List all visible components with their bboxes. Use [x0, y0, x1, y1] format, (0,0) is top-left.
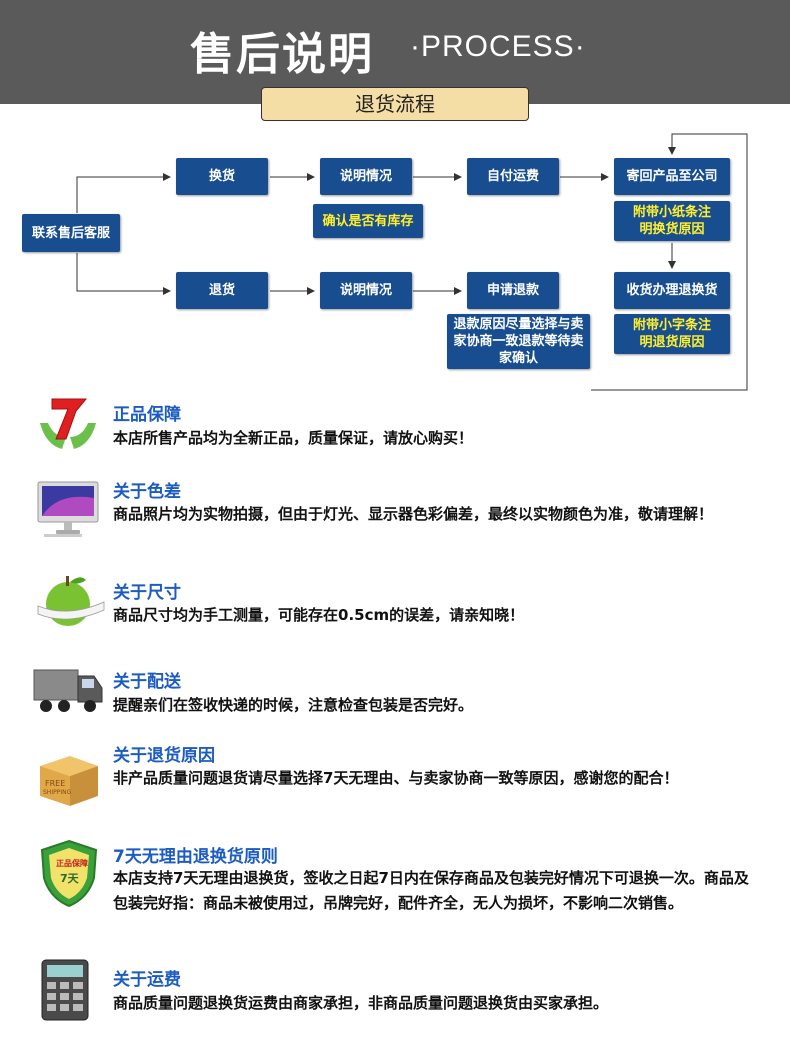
flow-step-receive-process: 收货办理退换货: [614, 272, 730, 309]
section-text-shipping-fee: 商品质量问题退换货运费由商家承担，非商品质量问题退换货由买家承担。: [113, 994, 609, 1012]
process-banner: 退货流程: [261, 87, 529, 121]
section-title-authentic: 正品保障: [113, 405, 181, 425]
shield-mid-label: 7天: [60, 872, 80, 885]
flow-step-explain-bottom: 说明情况: [320, 272, 412, 309]
section-text-return-reason: 非产品质量问题退货请尽量选择7天无理由、与卖家协商一致等原因，感谢您的配合！: [113, 769, 679, 787]
section-text-authentic: 本店所售产品均为全新正品，质量保证，请放心购买！: [113, 429, 474, 447]
apple-tape-measure-icon: [37, 576, 105, 626]
section-text-size: 商品尺寸均为手工测量，可能存在0.5cm的误差，请亲知晓！: [113, 606, 525, 624]
free-shipping-box-icon: FREE SHIPPING: [40, 756, 98, 806]
truck-icon: [33, 669, 103, 712]
box-shipping-label: SHIPPING: [43, 789, 72, 796]
flow-connectors: [76, 133, 748, 391]
section-title-delivery: 关于配送: [113, 672, 181, 692]
section-title-return-reason: 关于退货原因: [113, 746, 215, 766]
section-title-color: 关于色差: [113, 482, 181, 502]
section-title-shipping-fee: 关于运费: [113, 970, 181, 990]
section-text-seven-day-policy: 本店支持7天无理由退换货，签收之日起7日内在保存商品及包装完好情况下可退换一次。…: [113, 869, 749, 912]
flow-note-return-slip: 附带小字条注明退货原因: [614, 314, 730, 354]
flow-step-send-back: 寄回产品至公司: [614, 158, 730, 195]
flow-step-exchange: 换货: [176, 158, 268, 195]
page-subtitle: ·PROCESS·: [410, 30, 586, 63]
section-text-color: 商品照片均为实物拍摄，但由于灯光、显示器色彩偏差，最终以实物颜色为准，敬请理解！: [113, 505, 714, 523]
header-bar: 售后说明 ·PROCESS·: [0, 0, 790, 104]
shield-badge-icon: 正品保障 7天: [40, 839, 98, 908]
box-free-label: FREE: [45, 779, 65, 788]
monitor-icon: [37, 481, 99, 537]
flow-step-return: 退货: [176, 272, 268, 309]
flow-note-check-stock: 确认是否有库存: [313, 204, 423, 238]
flow-start-contact-service: 联系售后客服: [22, 214, 120, 252]
flow-note-exchange-slip: 附带小纸条注明换货原因: [614, 201, 730, 241]
flow-step-apply-refund: 申请退款: [467, 272, 559, 309]
seven-days-hands-icon: [40, 398, 96, 449]
section-text-delivery: 提醒亲们在签收快递的时候，注意检查包装是否完好。: [113, 696, 474, 714]
page-title: 售后说明: [190, 29, 374, 80]
flow-note-refund-reason: 退款原因尽量选择与卖家协商一致退款等待卖家确认: [447, 314, 590, 369]
shield-top-label: 正品保障: [56, 858, 88, 868]
section-title-seven-day-policy: 7天无理由退换货原则: [113, 847, 278, 867]
section-title-size: 关于尺寸: [113, 583, 181, 603]
flow-step-self-pay-shipping: 自付运费: [467, 158, 559, 195]
flow-step-explain-top: 说明情况: [320, 158, 412, 195]
calculator-icon: [41, 959, 89, 1021]
